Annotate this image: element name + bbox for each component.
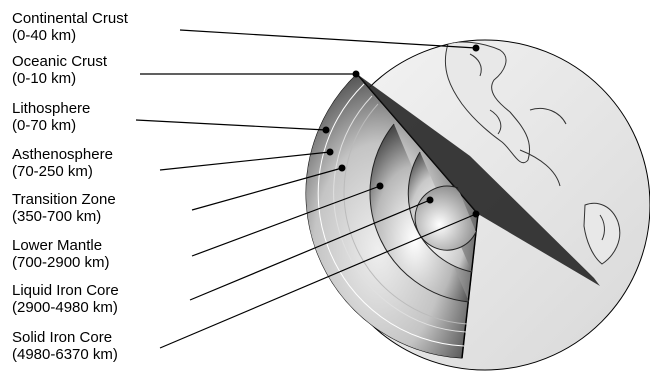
dot-lithosphere <box>323 127 330 134</box>
label-liquid-iron-core: Liquid Iron Core (2900-4980 km) <box>12 282 119 316</box>
layer-name: Oceanic Crust <box>12 53 108 70</box>
label-lithosphere: Lithosphere (0-70 km) <box>12 100 90 134</box>
layer-name: Asthenosphere <box>12 146 113 163</box>
layer-range: (0-70 km) <box>12 117 76 134</box>
layer-name: Transition Zone <box>12 191 116 208</box>
layer-name: Solid Iron Core <box>12 329 112 346</box>
label-transition-zone: Transition Zone (350-700 km) <box>12 191 116 225</box>
layer-range: (70-250 km) <box>12 163 93 180</box>
layer-range: (350-700 km) <box>12 208 101 225</box>
layer-range: (0-40 km) <box>12 27 76 44</box>
layer-name: Lower Mantle <box>12 237 102 254</box>
leader-line-lithosphere <box>136 120 326 130</box>
dot-continental-crust <box>473 45 480 52</box>
dot-lower-mantle <box>377 183 384 190</box>
earth-globe <box>306 40 650 370</box>
layer-range: (4980-6370 km) <box>12 346 118 363</box>
dot-solid-iron-core <box>473 211 480 218</box>
layer-name: Lithosphere <box>12 100 90 117</box>
label-continental-crust: Continental Crust (0-40 km) <box>12 10 129 44</box>
layer-name: Continental Crust <box>12 10 129 27</box>
leader-line-continental-crust <box>180 30 476 48</box>
layer-range: (2900-4980 km) <box>12 299 118 316</box>
label-oceanic-crust: Oceanic Crust (0-10 km) <box>12 53 108 87</box>
layer-labels: Continental Crust (0-40 km) Oceanic Crus… <box>12 10 129 363</box>
layer-range: (700-2900 km) <box>12 254 110 271</box>
layer-name: Liquid Iron Core <box>12 282 119 299</box>
dot-liquid-iron-core <box>427 197 434 204</box>
dot-oceanic-crust <box>353 71 360 78</box>
label-solid-iron-core: Solid Iron Core (4980-6370 km) <box>12 329 118 363</box>
layer-range: (0-10 km) <box>12 70 76 87</box>
dot-transition-zone <box>339 165 346 172</box>
label-asthenosphere: Asthenosphere (70-250 km) <box>12 146 113 180</box>
dot-asthenosphere <box>327 149 334 156</box>
label-lower-mantle: Lower Mantle (700-2900 km) <box>12 237 110 271</box>
leader-line-asthenosphere <box>160 152 330 170</box>
